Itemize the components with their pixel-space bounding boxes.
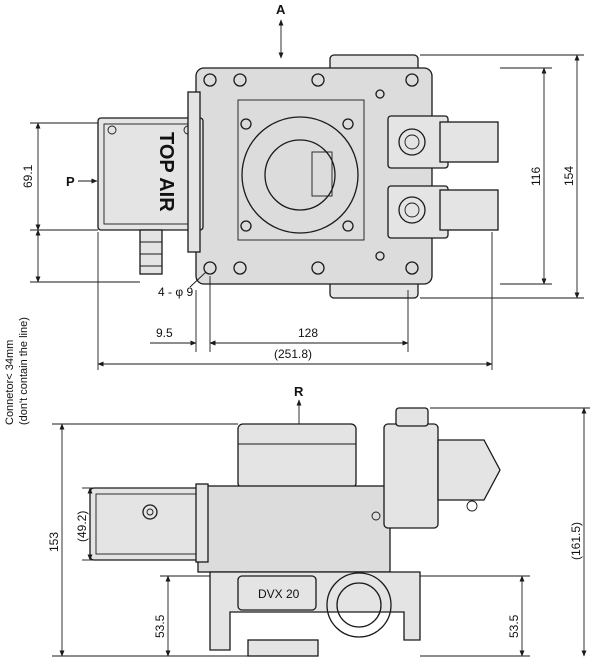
top-view: A	[21, 2, 584, 370]
connector-screw-icon	[466, 500, 478, 512]
valve-main-body	[197, 485, 391, 573]
port-nut-inner	[404, 202, 420, 218]
body-screw-icon	[371, 511, 381, 521]
side-ports	[387, 115, 499, 239]
port-nut-icon	[398, 196, 426, 224]
coil-mount-bracket	[187, 91, 201, 253]
port-pipe-upper	[439, 121, 499, 163]
dim-height-inner: 116	[529, 167, 543, 186]
right-solenoid	[383, 423, 439, 529]
bolt-icon	[203, 261, 217, 275]
outlet-port-inner	[336, 582, 382, 628]
port-block-lower	[387, 185, 449, 239]
dim-height-front: 153	[47, 532, 61, 552]
bolt-icon	[342, 118, 354, 130]
dim-height-total: 154	[562, 166, 576, 186]
port-nut-inner	[404, 134, 420, 150]
dim-coil-height: (49.2)	[75, 511, 89, 542]
model-label: DVX 20	[258, 587, 300, 601]
bolt-icon	[375, 89, 385, 99]
bolt-icon	[240, 220, 252, 232]
view-label-a: A	[276, 2, 286, 17]
connector-note-line1: Connetor< 34mm	[4, 340, 16, 425]
coil-connector	[139, 229, 163, 275]
coil-nut-icon	[142, 504, 158, 520]
solenoid-cap	[395, 407, 429, 427]
bolt-icon	[311, 73, 325, 87]
bolt-icon	[405, 261, 419, 275]
bolt-icon	[203, 73, 217, 87]
bottom-flange	[247, 639, 319, 657]
bolt-icon	[233, 261, 247, 275]
model-plate	[237, 575, 317, 611]
view-label-r: R	[294, 384, 304, 399]
dim-height-connector: (161.5)	[569, 522, 583, 560]
bolt-icon	[240, 118, 252, 130]
bonnet-outer-circle	[241, 116, 359, 234]
connector-note-line2: (don't contain the line)	[18, 317, 30, 425]
coil-nut-inner	[146, 508, 154, 516]
bolt-icon	[405, 73, 419, 87]
port-label-p: P	[66, 174, 75, 189]
port-block-upper	[387, 115, 449, 169]
dim-height-coil: 69.1	[21, 164, 35, 188]
front-coil-box	[89, 487, 203, 561]
front-view: R DVX 20 153	[47, 384, 590, 657]
valve-inner-square	[237, 99, 365, 241]
dim-port-height-left: 53.5	[153, 614, 167, 638]
bonnet-housing	[237, 423, 357, 489]
cable-connector	[437, 439, 501, 501]
dim-offset-left: 9.5	[156, 326, 173, 340]
bonnet-slot	[311, 151, 333, 197]
bolt-icon	[311, 261, 325, 275]
coil-marking: TOP AIR	[155, 132, 177, 212]
coil-screw-icon	[107, 125, 117, 135]
dim-overall-width: (251.8)	[274, 347, 312, 361]
solenoid-coil-box	[97, 117, 204, 231]
dim-port-height-right: 53.5	[507, 614, 521, 638]
port-nut-icon	[398, 128, 426, 156]
bonnet-inner-circle	[264, 139, 336, 211]
bolt-icon	[342, 220, 354, 232]
hole-callout: 4 - φ 9	[158, 285, 193, 299]
bolt-icon	[233, 73, 247, 87]
dim-hole-pitch: 128	[298, 326, 318, 340]
bolt-icon	[375, 251, 385, 261]
front-coil-bracket	[195, 483, 209, 563]
mounting-bolt-icons	[203, 73, 419, 275]
outlet-port-outer	[326, 572, 392, 638]
port-pipe-lower	[439, 189, 499, 231]
